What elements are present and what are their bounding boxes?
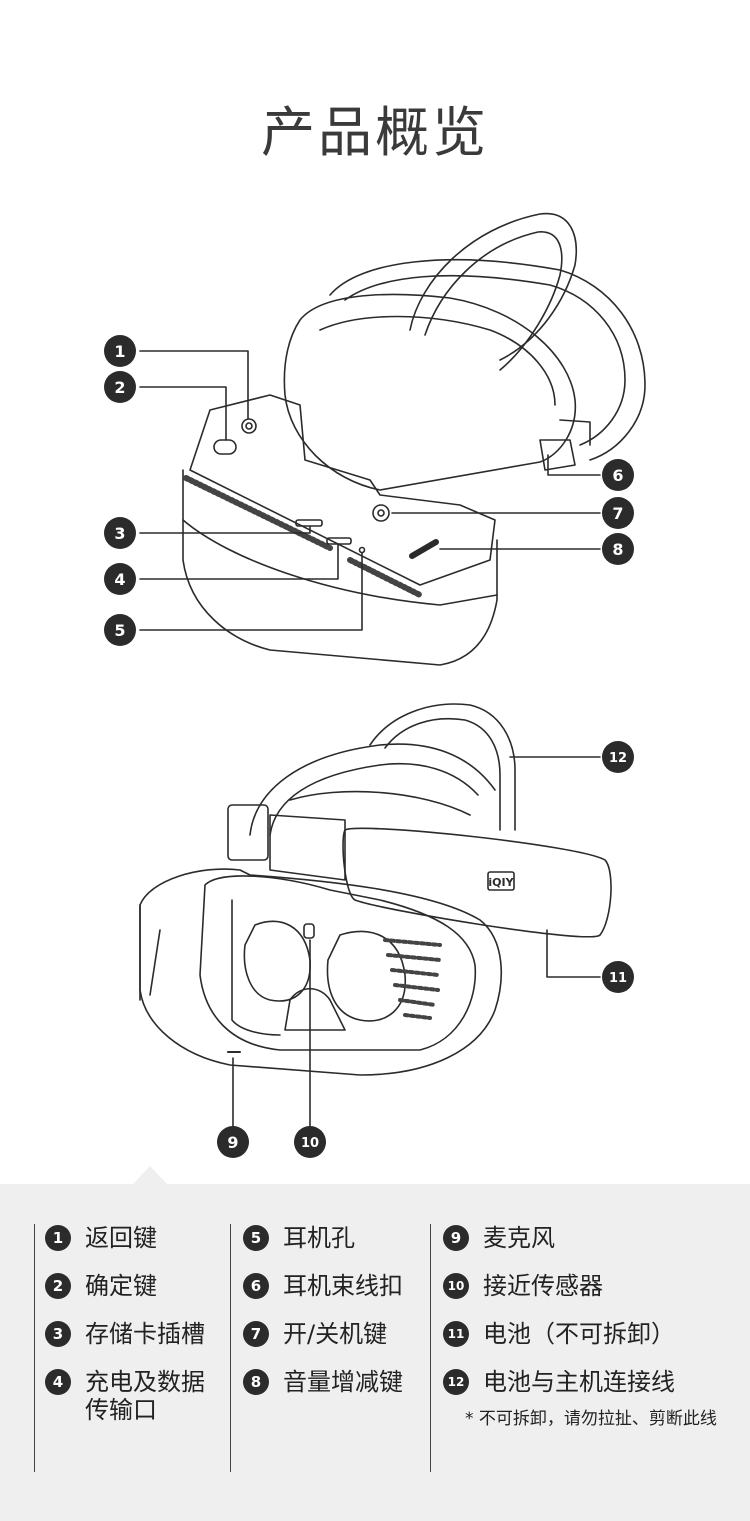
legend-badge: 3 xyxy=(45,1321,71,1347)
svg-text:9: 9 xyxy=(227,1133,238,1152)
legend-column-3: 9 麦克风 10 接近传感器 11 电池（不可拆卸） 12 电池与主机连接线 * 不可拆… xyxy=(430,1224,743,1472)
callout-badge-3: 3 xyxy=(104,517,136,549)
legend-label: 接近传感器 xyxy=(483,1272,603,1300)
legend-column-1: 1 返回键 2 确定键 3 存储卡插槽 4 充电及数据 传输口 xyxy=(34,1224,235,1472)
headset-front-illustration xyxy=(182,212,646,666)
legend-label: 麦克风 xyxy=(483,1224,555,1252)
legend-badge: 10 xyxy=(443,1273,469,1299)
legend-badge: 7 xyxy=(243,1321,269,1347)
svg-text:10: 10 xyxy=(301,1136,319,1151)
legend-badge: 1 xyxy=(45,1225,71,1251)
svg-text:5: 5 xyxy=(114,621,125,640)
svg-text:11: 11 xyxy=(609,971,627,986)
callout-badge-10: 10 xyxy=(294,1126,326,1158)
headset-rear-illustration xyxy=(139,703,612,1076)
legend-badge: 11 xyxy=(443,1321,469,1347)
product-diagram: iQIY 1 2 3 4 5 6 7 8 9 10 11 12 xyxy=(104,212,646,1158)
legend-item: 3 存储卡插槽 xyxy=(45,1320,235,1348)
callout-badge-7: 7 xyxy=(602,497,634,529)
svg-text:1: 1 xyxy=(114,342,125,361)
page-title: 产品概览 xyxy=(261,101,489,164)
legend-label: 耳机束线扣 xyxy=(283,1272,403,1300)
legend-label: 开/关机键 xyxy=(283,1320,388,1348)
svg-text:3: 3 xyxy=(114,524,125,543)
svg-text:4: 4 xyxy=(114,570,125,589)
legend-badge: 5 xyxy=(243,1225,269,1251)
callout-badge-1: 1 xyxy=(104,335,136,367)
panel-pointer xyxy=(133,1166,167,1184)
callout-badge-9: 9 xyxy=(217,1126,249,1158)
callout-badge-11: 11 xyxy=(602,961,634,993)
legend-badge: 6 xyxy=(243,1273,269,1299)
callout-badge-8: 8 xyxy=(602,533,634,565)
legend-item: 12 电池与主机连接线 xyxy=(443,1368,743,1396)
callout-badge-5: 5 xyxy=(104,614,136,646)
legend-label: 电池与主机连接线 xyxy=(483,1368,675,1396)
legend-item: 11 电池（不可拆卸） xyxy=(443,1320,743,1348)
callout-badges: 1 2 3 4 5 6 7 8 9 10 11 12 xyxy=(104,335,634,1158)
legend-item: 9 麦克风 xyxy=(443,1224,743,1252)
legend-label: 存储卡插槽 xyxy=(85,1320,205,1348)
svg-text:2: 2 xyxy=(114,378,125,397)
svg-text:8: 8 xyxy=(612,540,623,559)
legend-item: 5 耳机孔 xyxy=(243,1224,433,1252)
legend-item: 8 音量增减键 xyxy=(243,1368,433,1396)
legend-label: 确定键 xyxy=(85,1272,157,1300)
callout-badge-2: 2 xyxy=(104,371,136,403)
legend-label: 耳机孔 xyxy=(283,1224,355,1252)
legend-item: 10 接近传感器 xyxy=(443,1272,743,1300)
legend-label: 返回键 xyxy=(85,1224,157,1252)
legend-badge: 8 xyxy=(243,1369,269,1395)
brand-mark: iQIY xyxy=(488,876,514,889)
legend-footnote: * 不可拆卸，请勿拉扯、剪断此线 xyxy=(465,1409,717,1429)
legend-badge: 12 xyxy=(443,1369,469,1395)
legend-badge: 4 xyxy=(45,1369,71,1395)
legend-label: 音量增减键 xyxy=(283,1368,403,1396)
callout-leaders-rear xyxy=(232,756,601,1129)
legend-badge: 9 xyxy=(443,1225,469,1251)
svg-text:7: 7 xyxy=(612,504,623,523)
legend-label: 充电及数据 传输口 xyxy=(85,1368,205,1424)
legend-item: 6 耳机束线扣 xyxy=(243,1272,433,1300)
legend-item: 2 确定键 xyxy=(45,1272,235,1300)
legend-column-2: 5 耳机孔 6 耳机束线扣 7 开/关机键 8 音量增减键 xyxy=(230,1224,433,1472)
callout-leaders-front xyxy=(139,350,601,631)
callout-badge-12: 12 xyxy=(602,741,634,773)
legend-item: 4 充电及数据 传输口 xyxy=(45,1368,235,1424)
legend-item: 1 返回键 xyxy=(45,1224,235,1252)
legend-label: 电池（不可拆卸） xyxy=(483,1320,675,1348)
callout-badge-4: 4 xyxy=(104,563,136,595)
callout-badge-6: 6 xyxy=(602,459,634,491)
svg-text:6: 6 xyxy=(612,466,623,485)
svg-text:12: 12 xyxy=(609,751,627,766)
legend-badge: 2 xyxy=(45,1273,71,1299)
legend-item: 7 开/关机键 xyxy=(243,1320,433,1348)
legend-panel: 1 返回键 2 确定键 3 存储卡插槽 4 充电及数据 传输口 5 耳机孔 6 耳机束线扣 … xyxy=(0,1184,750,1521)
